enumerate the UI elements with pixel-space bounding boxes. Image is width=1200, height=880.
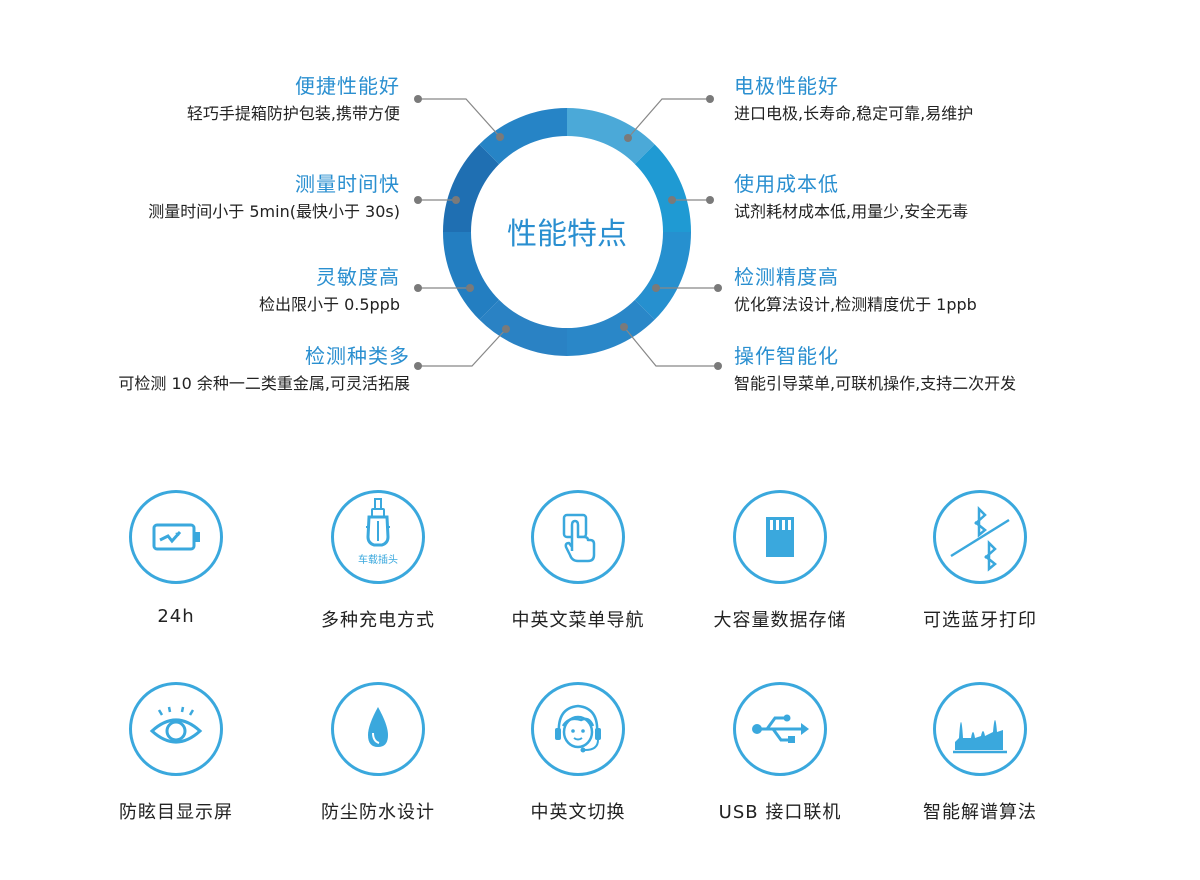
car-plug-caption: 车载插头 [358, 553, 398, 566]
icon-cell-bluetooth: 可选蓝牙打印 [880, 490, 1080, 632]
icon-label: 多种充电方式 [321, 610, 435, 631]
feature-right-1: 电极性能好 进口电极,长寿命,稳定可靠,易维护 [734, 73, 1154, 125]
ring-segment [567, 299, 655, 356]
feature-left-3: 灵敏度高 检出限小于 0.5ppb [0, 264, 400, 316]
feature-title: 电极性能好 [734, 74, 839, 98]
leader-line [418, 328, 507, 367]
icon-cell-storage: 大容量数据存储 [680, 490, 880, 632]
icon-cell-eye: 防眩目显示屏 [76, 682, 276, 824]
icon-circle [129, 490, 223, 584]
feature-left-2: 测量时间快 测量时间小于 5min(最快小于 30s) [0, 171, 400, 223]
eye-icon [149, 706, 203, 744]
icon-label: 中英文切换 [530, 802, 626, 823]
feature-right-2: 使用成本低 试剂耗材成本低,用量少,安全无毒 [734, 171, 1154, 223]
leader-dot [624, 134, 632, 142]
icon-circle: 车载插头 [331, 490, 425, 584]
ring-segment [634, 144, 691, 232]
touch-finger-icon [562, 513, 596, 563]
icon-circle [531, 682, 625, 776]
headset-person-icon [555, 704, 601, 753]
feature-desc: 智能引导菜单,可联机操作,支持二次开发 [734, 374, 1017, 393]
leader-dot [668, 196, 676, 204]
feature-desc: 轻巧手提箱防护包装,携带方便 [186, 104, 400, 123]
feature-title: 测量时间快 [295, 172, 400, 196]
icon-cell-waterproof: 防尘防水设计 [278, 682, 478, 824]
ring-segment [567, 108, 655, 165]
feature-title: 使用成本低 [734, 172, 839, 196]
leader-line [623, 326, 718, 367]
spectrum-icon [953, 720, 1007, 754]
feature-title: 检测种类多 [305, 344, 410, 368]
bluetooth-icon [950, 505, 1010, 572]
icon-cell-spectrum: 智能解谱算法 [880, 682, 1080, 824]
icon-label: 智能解谱算法 [923, 802, 1037, 823]
feature-right-4: 操作智能化 智能引导菜单,可联机操作,支持二次开发 [734, 343, 1154, 395]
icon-label: 中英文菜单导航 [511, 610, 645, 631]
usb-icon [752, 714, 809, 743]
leader-dot [714, 362, 722, 370]
icon-circle [733, 490, 827, 584]
icon-circle [933, 682, 1027, 776]
leader-line [418, 98, 501, 138]
feature-left-1: 便捷性能好 轻巧手提箱防护包装,携带方便 [0, 73, 400, 125]
leader-line [627, 98, 710, 139]
ring-segment [634, 232, 691, 320]
car-charger-icon: 车载插头 [358, 498, 398, 566]
leader-dot [496, 133, 504, 141]
leader-dot [714, 284, 722, 292]
icon-circle [531, 490, 625, 584]
leader-dot [414, 284, 422, 292]
feature-title: 灵敏度高 [316, 265, 400, 289]
features-ring-diagram: 性能特点 [414, 95, 722, 370]
icon-label: 大容量数据存储 [713, 610, 847, 631]
icon-circle [933, 490, 1027, 584]
ring-segment [479, 108, 567, 165]
water-drop-icon [368, 707, 388, 747]
battery-icon [152, 523, 200, 551]
leader-lines [414, 95, 722, 370]
leader-dot [620, 323, 628, 331]
icon-cell-language: 中英文切换 [478, 682, 678, 824]
icon-cell-charging: 车载插头 多种充电方式 [278, 490, 478, 632]
icon-label: 可选蓝牙打印 [923, 610, 1037, 631]
leader-dot [414, 95, 422, 103]
center-title: 性能特点 [507, 217, 627, 252]
icon-cell-battery: 24h [76, 490, 276, 627]
sd-card-icon [766, 517, 794, 557]
icon-label: USB 接口联机 [718, 802, 842, 823]
leader-dot [452, 196, 460, 204]
icon-label: 24h [157, 606, 195, 627]
icon-cell-usb: USB 接口联机 [680, 682, 880, 824]
feature-desc: 试剂耗材成本低,用量少,安全无毒 [734, 202, 969, 221]
feature-left-4: 检测种类多 可检测 10 余种一二类重金属,可灵活拓展 [0, 343, 410, 395]
icon-circle [129, 682, 223, 776]
feature-desc: 进口电极,长寿命,稳定可靠,易维护 [734, 104, 974, 123]
feature-title: 操作智能化 [734, 344, 839, 368]
ring-segment [443, 232, 500, 320]
icon-circle [331, 682, 425, 776]
feature-desc: 优化算法设计,检测精度优于 1ppb [734, 295, 977, 314]
icon-cell-menu: 中英文菜单导航 [478, 490, 678, 632]
feature-desc: 可检测 10 余种一二类重金属,可灵活拓展 [118, 374, 410, 393]
leader-dot [414, 196, 422, 204]
feature-title: 便捷性能好 [295, 74, 400, 98]
feature-title: 检测精度高 [734, 265, 839, 289]
icon-label: 防眩目显示屏 [119, 802, 233, 823]
leader-dot [466, 284, 474, 292]
ring-segments [443, 108, 691, 356]
ring-segment [443, 144, 500, 232]
leader-dot [652, 284, 660, 292]
leader-dot [706, 95, 714, 103]
leader-dot [706, 196, 714, 204]
icon-label: 防尘防水设计 [321, 802, 435, 823]
leader-dot [414, 362, 422, 370]
feature-right-3: 检测精度高 优化算法设计,检测精度优于 1ppb [734, 264, 1154, 316]
feature-desc: 检出限小于 0.5ppb [258, 295, 400, 314]
feature-desc: 测量时间小于 5min(最快小于 30s) [148, 202, 400, 221]
ring-segment [479, 299, 567, 356]
icon-circle [733, 682, 827, 776]
leader-dot [502, 325, 510, 333]
